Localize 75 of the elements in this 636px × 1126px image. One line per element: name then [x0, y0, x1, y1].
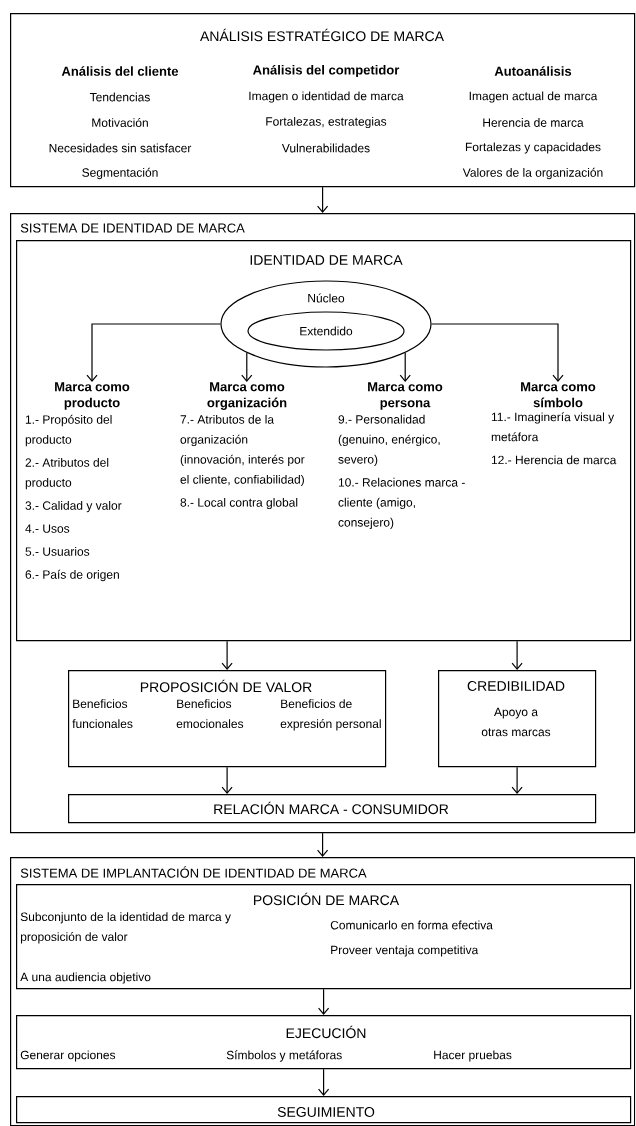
box-text: Subconjunto de la identidad de marca y proposición de valor [20, 912, 231, 944]
list-item: Necesidades sin satisfacer [49, 143, 192, 153]
benefit-text: Beneficios emocionales [176, 699, 244, 728]
relation-box [68, 794, 597, 824]
list-item: 6.- País de origen [25, 569, 119, 582]
box-title: PROPOSICIÓN DE VALOR [140, 679, 312, 693]
arrow [317, 186, 329, 213]
list-item: 7.- Atributos de la organización (innovación, interés por el cliente, confiabilidad) [180, 414, 305, 487]
list-item: 12.- Herencia de marca [491, 455, 617, 465]
box-text: Generar opciones [20, 1050, 116, 1062]
box-title: CREDIBILIDAD [467, 681, 565, 691]
list-item: 11.- Imaginería visual y metáfora [491, 412, 615, 442]
system-panel [10, 213, 636, 834]
value-box [68, 670, 387, 768]
arrow [399, 352, 411, 382]
list-item: 4.- Usos [25, 524, 70, 533]
column-heading: Análisis del competidor [253, 64, 400, 78]
box-title: EJECUCIÓN [286, 1025, 366, 1039]
list-item: 5.- Usuarios [25, 547, 90, 556]
box-text: A una audiencia objetivo [20, 972, 151, 984]
arrow [511, 766, 523, 794]
arrow [511, 640, 523, 670]
list-item: 10.- Relaciones marca - cliente (amigo, consejero) [338, 477, 465, 530]
list-item: Vulnerabilidades [281, 143, 370, 153]
list-item: Fortalezas, estrategias [266, 116, 387, 129]
box-text: Proveer ventaja competitiva [331, 945, 479, 957]
box-text: Hacer pruebas [434, 1050, 512, 1062]
box-text: Comunicarlo en forma efectiva [330, 920, 493, 930]
list-item: 1.- Propósito del producto [25, 414, 112, 447]
column-heading: Marca como producto [55, 382, 130, 410]
arrow [318, 988, 330, 1015]
identity-box [16, 240, 632, 642]
arrow [317, 832, 329, 857]
position-box [16, 884, 632, 990]
panel-title: SISTEMA DE IMPLANTACIÓN DE IDENTIDAD DE MARCA [20, 866, 367, 878]
list-item: Valores de la organización [462, 167, 603, 180]
box-title: SEGUIMIENTO [277, 1107, 375, 1117]
ellipse-label: Núcleo [308, 293, 345, 303]
column-heading: Marca como persona [368, 382, 443, 410]
list-item: Imagen actual de marca [469, 91, 598, 103]
arrow [86, 323, 221, 382]
list-item: Fortalezas y capacidades [465, 142, 601, 154]
list-item: Segmentación [82, 167, 158, 180]
panel-title: SISTEMA DE IDENTIDAD DE MARCA [20, 223, 245, 233]
arrow [221, 640, 233, 670]
arrow [431, 323, 564, 382]
arrow [241, 352, 253, 382]
analysis-box [10, 13, 636, 188]
box-text: Símbolos y metáforas [226, 1050, 342, 1062]
box-title: IDENTIDAD DE MARCA [250, 255, 403, 265]
follow-up-box [16, 1096, 632, 1124]
column-heading: Marca como organización [207, 382, 287, 410]
column-heading: Marca como símbolo [521, 382, 596, 408]
box-title: ANÁLISIS ESTRATÉGICO DE MARCA [200, 28, 444, 42]
list-item: Imagen o identidad de marca [249, 91, 404, 103]
list-item: 3.- Calidad y valor [25, 501, 122, 513]
list-item: Tendencias [89, 92, 150, 102]
arrow [221, 766, 233, 794]
column-heading: Autoanálisis [494, 66, 572, 76]
arrow [318, 1068, 330, 1096]
list-item: Herencia de marca [483, 118, 584, 127]
system-panel [10, 857, 636, 1126]
benefit-text: Beneficios de expresión personal [280, 699, 381, 731]
list-item: Motivación [92, 118, 148, 127]
core-ellipse [220, 280, 432, 368]
box-title: POSICIÓN DE MARCA [254, 892, 400, 906]
box-title: RELACIÓN MARCA - CONSUMIDOR [214, 801, 449, 815]
credibility-box [438, 670, 597, 768]
benefit-text: Beneficios funcionales [72, 699, 133, 728]
list-item: 2.- Atributos del producto [25, 458, 109, 490]
box-text: Apoyo a otras marcas [481, 707, 551, 737]
column-heading: Análisis del cliente [61, 66, 179, 76]
list-item: 9.- Personalidad (genuino, enérgico, severo) [338, 414, 440, 466]
execution-box [16, 1015, 632, 1070]
list-item: 8.- Local contra global [180, 497, 298, 510]
